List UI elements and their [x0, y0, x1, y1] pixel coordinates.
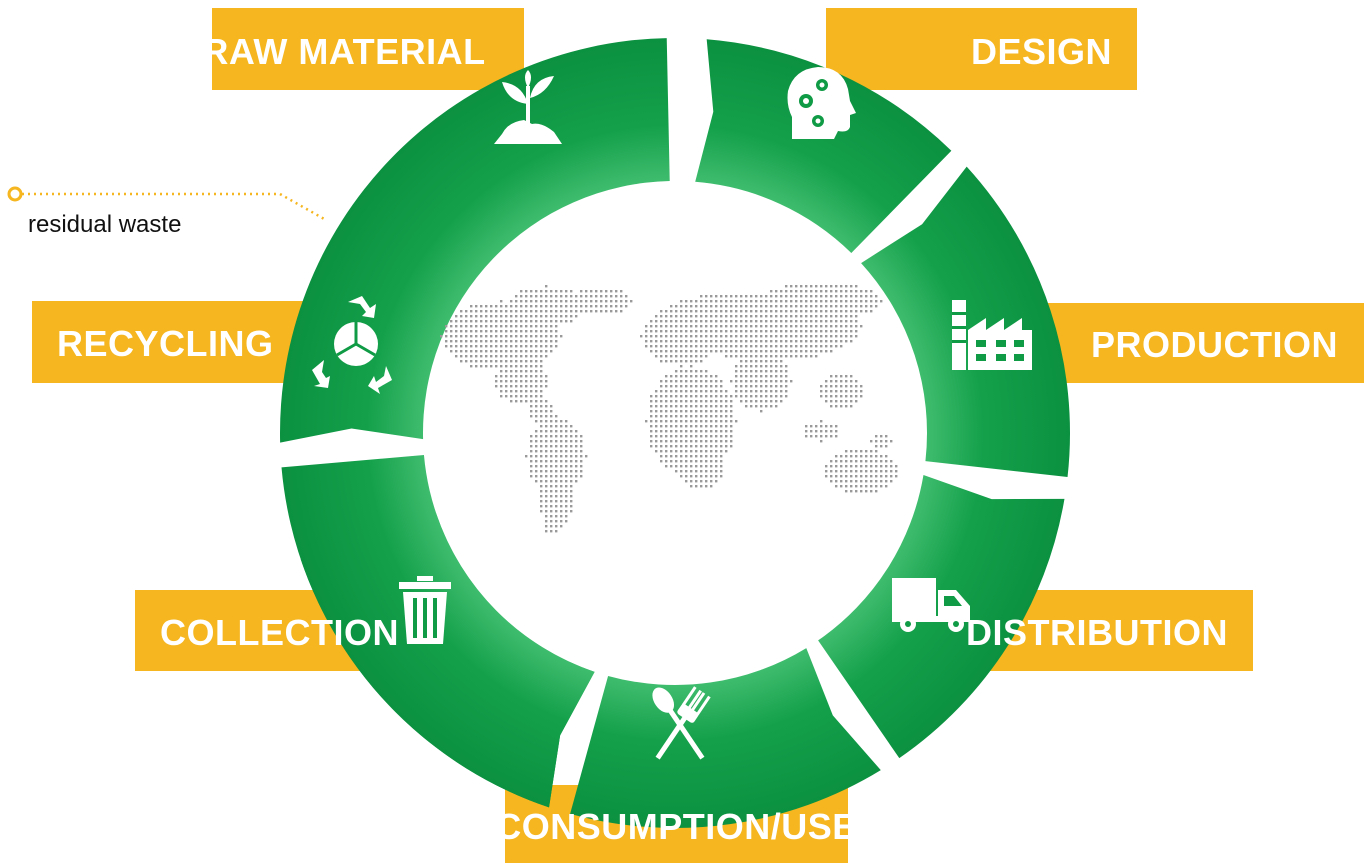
annotation-text: residual waste [28, 211, 181, 238]
stage-labels: RAW MATERIAL DESIGN PRODUCTION DISTRIBUT… [57, 31, 1338, 847]
stage-label-consumption: CONSUMPTION/USE [495, 806, 857, 847]
world-map-icon [440, 285, 898, 533]
trash-bin-icon [399, 576, 451, 644]
label-box-raw-material [212, 8, 524, 90]
cycle-ring [280, 38, 1070, 829]
stage-label-production: PRODUCTION [1091, 324, 1338, 365]
annotation-leader-line [22, 192, 327, 222]
spoon-fork-icon [652, 686, 711, 760]
head-gears-icon [787, 67, 856, 139]
factory-icon [952, 300, 1032, 370]
ring-segment-design [695, 39, 952, 253]
stage-label-recycling: RECYCLING [57, 323, 274, 364]
annotation-marker [7, 186, 23, 202]
recycle-icon [312, 296, 392, 394]
ring-segment-consumption-use [570, 648, 881, 829]
stage-icons [312, 67, 1032, 760]
stage-label-design: DESIGN [971, 31, 1112, 72]
label-box-recycling [32, 301, 332, 383]
label-box-design [826, 8, 1137, 90]
ring-segment-raw-material [280, 38, 670, 443]
stage-label-raw-material: RAW MATERIAL [202, 31, 485, 72]
truck-icon [892, 578, 970, 632]
plant-icon [494, 70, 562, 144]
stage-label-distribution: DISTRIBUTION [966, 612, 1228, 653]
stage-label-collection: COLLECTION [160, 612, 399, 653]
residual-waste-annotation: residual waste [7, 186, 327, 238]
